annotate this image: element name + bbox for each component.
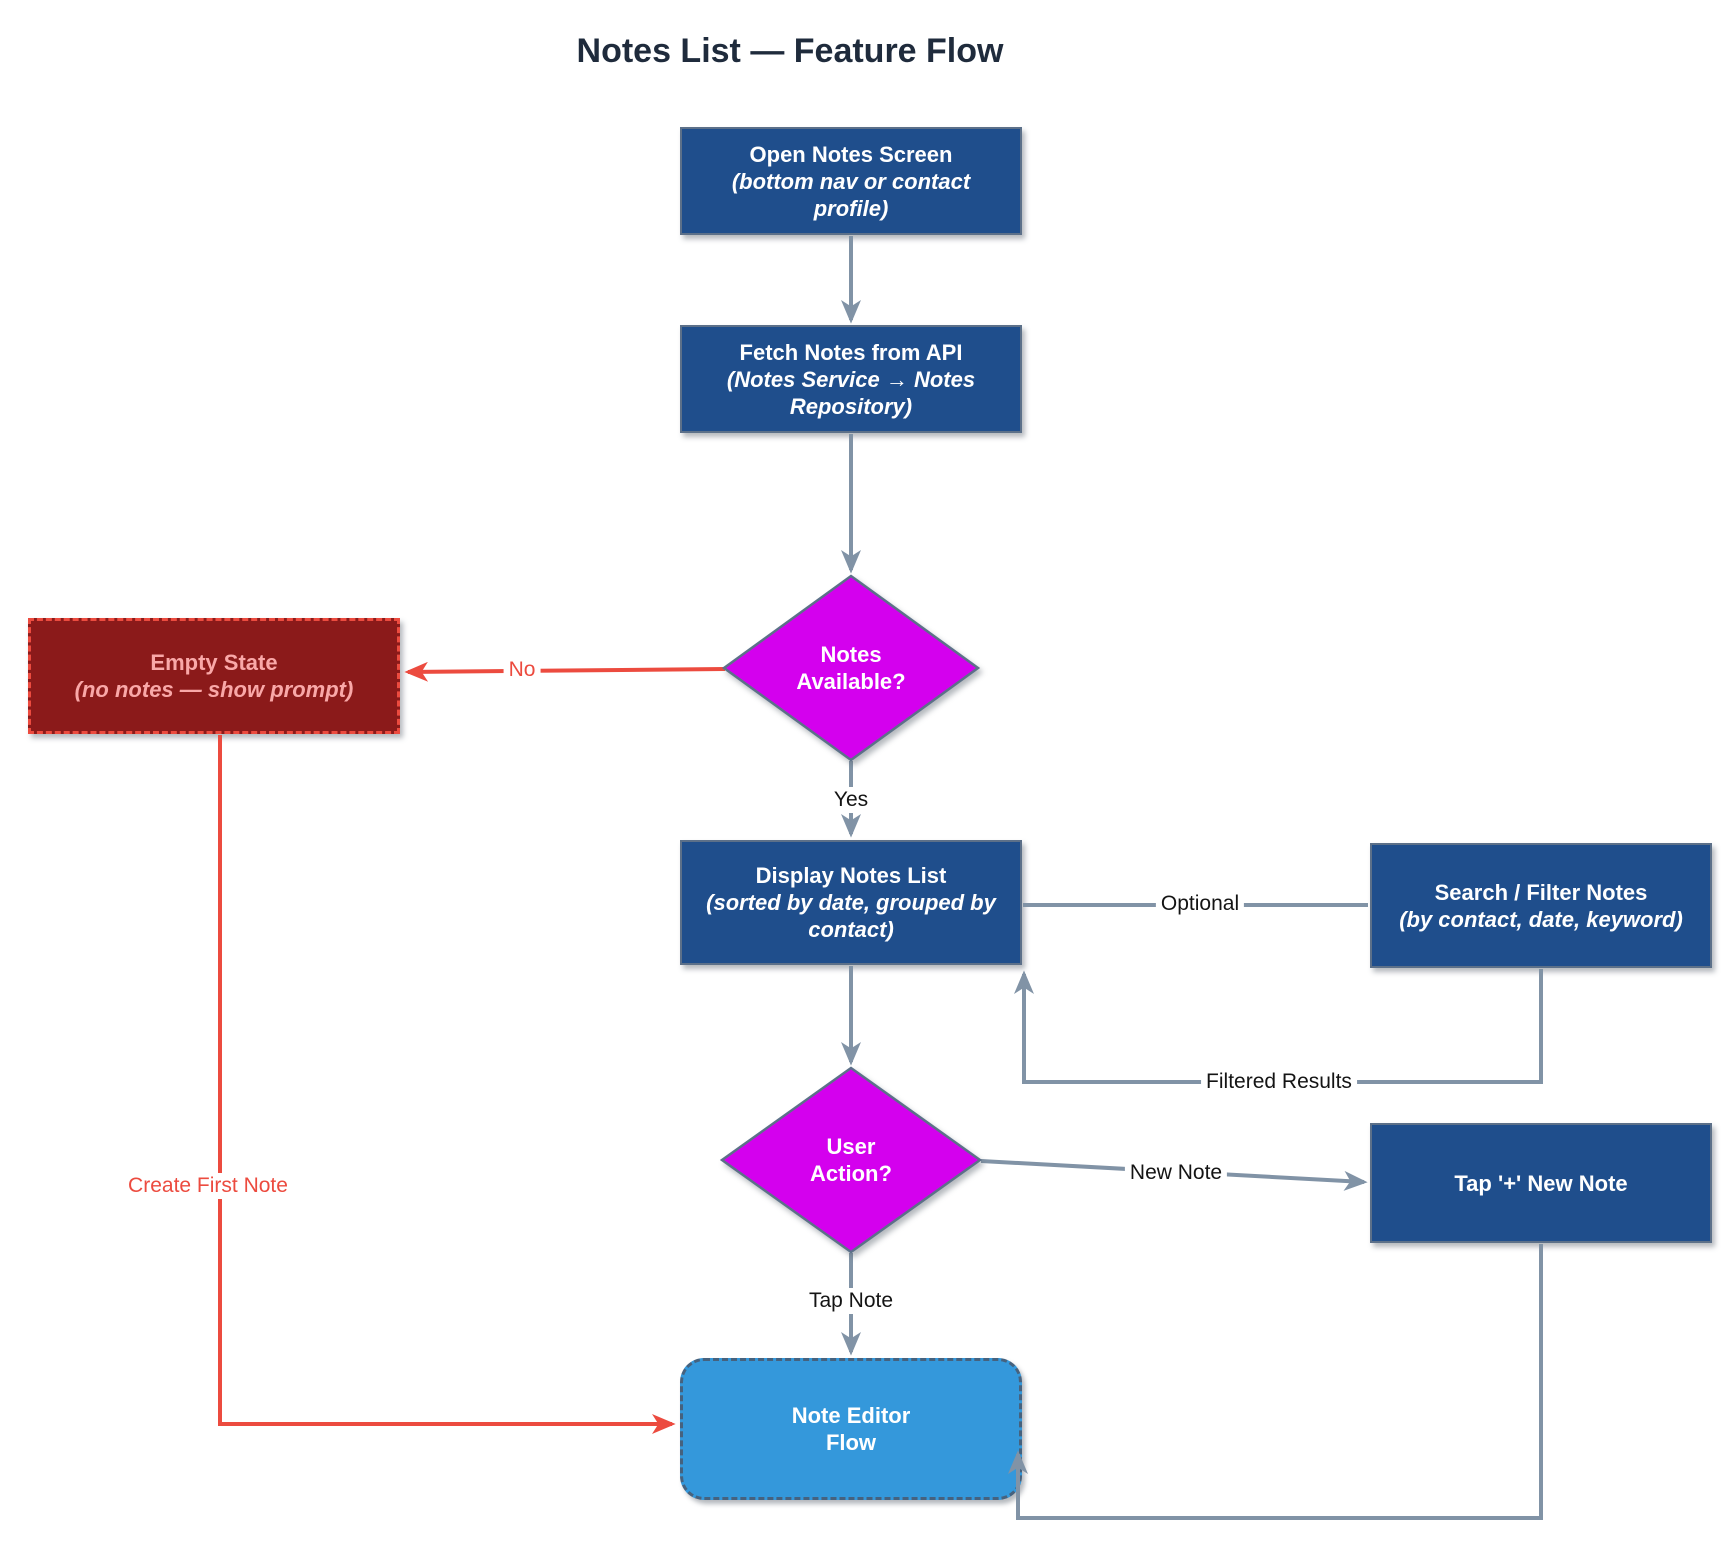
node-tap-new-note: Tap '+' New Note (1370, 1123, 1712, 1243)
page-title: Notes List — Feature Flow (576, 32, 1004, 70)
node-display-notes-list-title: Display Notes List (755, 863, 947, 888)
node-fetch-notes-api-subtitle: (Notes Service → Notes Repository) (726, 366, 976, 419)
edge-available-no-to-empty (404, 661, 726, 682)
edge-label-create-first-note: Create First Note (123, 1173, 293, 1199)
node-open-notes-screen: Open Notes Screen (bottom nav or contact… (680, 127, 1022, 235)
node-open-notes-screen-subtitle: (bottom nav or contact profile) (731, 168, 971, 221)
node-note-editor-flow-label: Note Editor Flow (791, 1403, 911, 1455)
node-fetch-notes-api-title: Fetch Notes from API (739, 339, 963, 365)
decision-user-action-label: User Action? (810, 1134, 892, 1186)
edge-label-new-note: New Note (1124, 1160, 1228, 1186)
node-search-filter-notes-subtitle: (by contact, date, keyword) (1399, 906, 1683, 932)
node-note-editor-flow (680, 1358, 1022, 1500)
decision-notes-available-label: Notes Available? (796, 642, 906, 694)
node-empty-state: Empty State (no notes — show prompt) (28, 618, 400, 734)
node-search-filter-notes-title: Search / Filter Notes (1434, 879, 1648, 905)
node-empty-state-subtitle: (no notes — show prompt) (74, 677, 354, 702)
node-empty-state-title: Empty State (150, 650, 278, 675)
node-search-filter-notes: Search / Filter Notes (by contact, date,… (1370, 843, 1712, 968)
edge-label-filtered-results: Filtered Results (1201, 1069, 1357, 1095)
node-open-notes-screen-title: Open Notes Screen (749, 141, 953, 167)
edge-label-optional: Optional (1155, 891, 1245, 917)
node-tap-new-note-title: Tap '+' New Note (1454, 1170, 1628, 1196)
node-display-notes-list: Display Notes List (sorted by date, grou… (680, 840, 1022, 965)
edge-tap-new-note-to-editor (1008, 1244, 1543, 1520)
node-display-notes-list-subtitle: (sorted by date, grouped by contact) (706, 890, 996, 942)
edge-label-no: No (503, 657, 541, 683)
edge-empty-create-first-to-editor (218, 735, 676, 1434)
node-fetch-notes-api: Fetch Notes from API (Notes Service → No… (680, 325, 1022, 433)
edge-label-yes: Yes (828, 787, 874, 813)
edge-label-tap-note: Tap Note (803, 1288, 899, 1314)
edge-search-filtered-to-display (1014, 969, 1543, 1084)
